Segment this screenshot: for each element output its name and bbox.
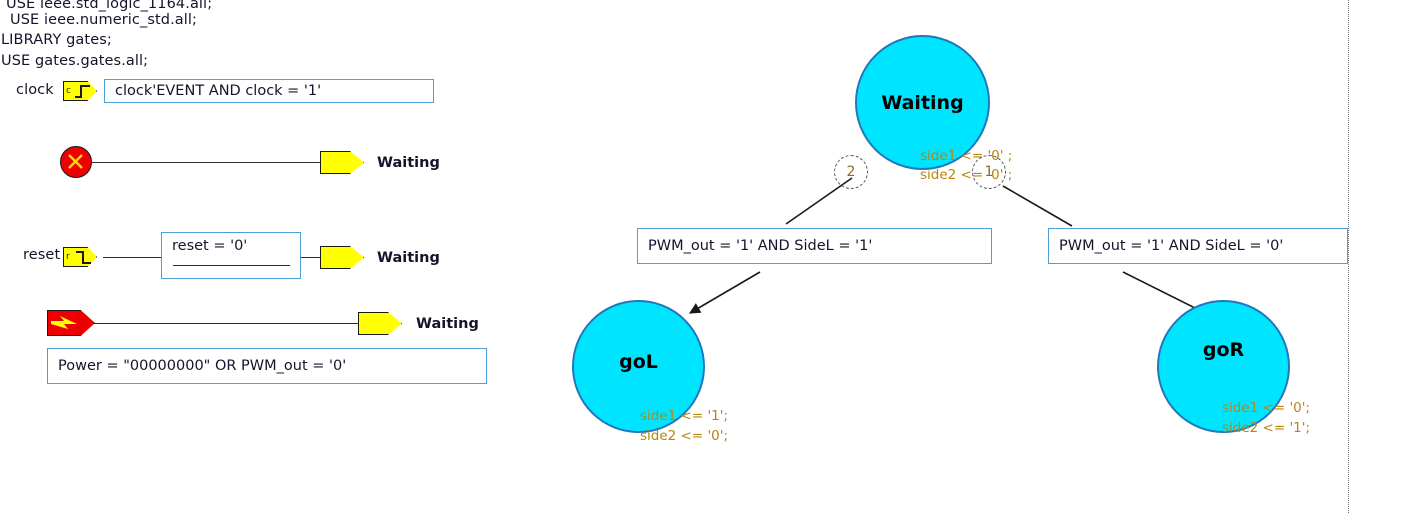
transition-badge-2[interactable]: 2 <box>834 155 868 189</box>
wire-row-1 <box>91 162 320 163</box>
reset-condition-box[interactable]: reset = '0' <box>161 232 301 279</box>
state-name-goL: goL <box>619 351 658 373</box>
action-arrow-2[interactable] <box>320 246 364 269</box>
state-circle-goL[interactable] <box>572 300 705 433</box>
code-line-0: USE ieee.std_logic_1164.all; <box>6 0 213 12</box>
action-target-label-3: Waiting <box>416 316 479 332</box>
transition-condition-box-right[interactable]: PWM_out = '1' AND SideL = '0' <box>1048 228 1348 264</box>
falling-edge-glyph-icon <box>76 251 91 264</box>
code-line-2: LIBRARY gates; <box>1 32 112 48</box>
lightning-bolt-glyph-icon <box>51 316 77 329</box>
action-target-label-1: Waiting <box>377 155 440 171</box>
clock-condition-box[interactable]: clock'EVENT AND clock = '1' <box>104 79 434 103</box>
reset-condition-underline <box>173 265 290 266</box>
code-line-1: USE ieee.numeric_std.all; <box>10 12 198 28</box>
action-arrow-3[interactable] <box>358 312 402 335</box>
reset-token-letter: r <box>66 252 70 262</box>
wire-row-2a <box>103 257 161 258</box>
clock-label: clock <box>16 82 54 98</box>
state-assign-goL-0: side1 <= '1'; <box>640 408 729 424</box>
wire-row-3 <box>93 323 361 324</box>
code-line-3: USE gates.gates.all; <box>1 53 149 69</box>
action-arrow-1[interactable] <box>320 151 364 174</box>
power-condition-box[interactable]: Power = "00000000" OR PWM_out = '0' <box>47 348 487 384</box>
power-lightning-icon[interactable] <box>47 310 95 336</box>
rising-edge-glyph-icon <box>75 85 90 98</box>
red-x-disc-icon[interactable] <box>60 146 92 178</box>
wire-row-2b <box>301 257 320 258</box>
state-assign-goR-0: side1 <= '0'; <box>1222 400 1311 416</box>
action-target-label-2: Waiting <box>377 250 440 266</box>
state-assign-goL-1: side2 <= '0'; <box>640 428 729 444</box>
reset-label: reset <box>23 247 61 263</box>
state-assign-goR-1: side2 <= '1'; <box>1222 420 1311 436</box>
state-circle-waiting[interactable] <box>855 35 990 170</box>
page-divider <box>1348 0 1349 513</box>
edge-token-letter: c <box>66 86 71 96</box>
state-circle-goR[interactable] <box>1157 300 1290 433</box>
transition-condition-box-left[interactable]: PWM_out = '1' AND SideL = '1' <box>637 228 992 264</box>
state-name-waiting: Waiting <box>881 92 964 114</box>
state-name-goR: goR <box>1202 339 1245 361</box>
transition-badge-1[interactable]: 1 <box>972 155 1006 189</box>
